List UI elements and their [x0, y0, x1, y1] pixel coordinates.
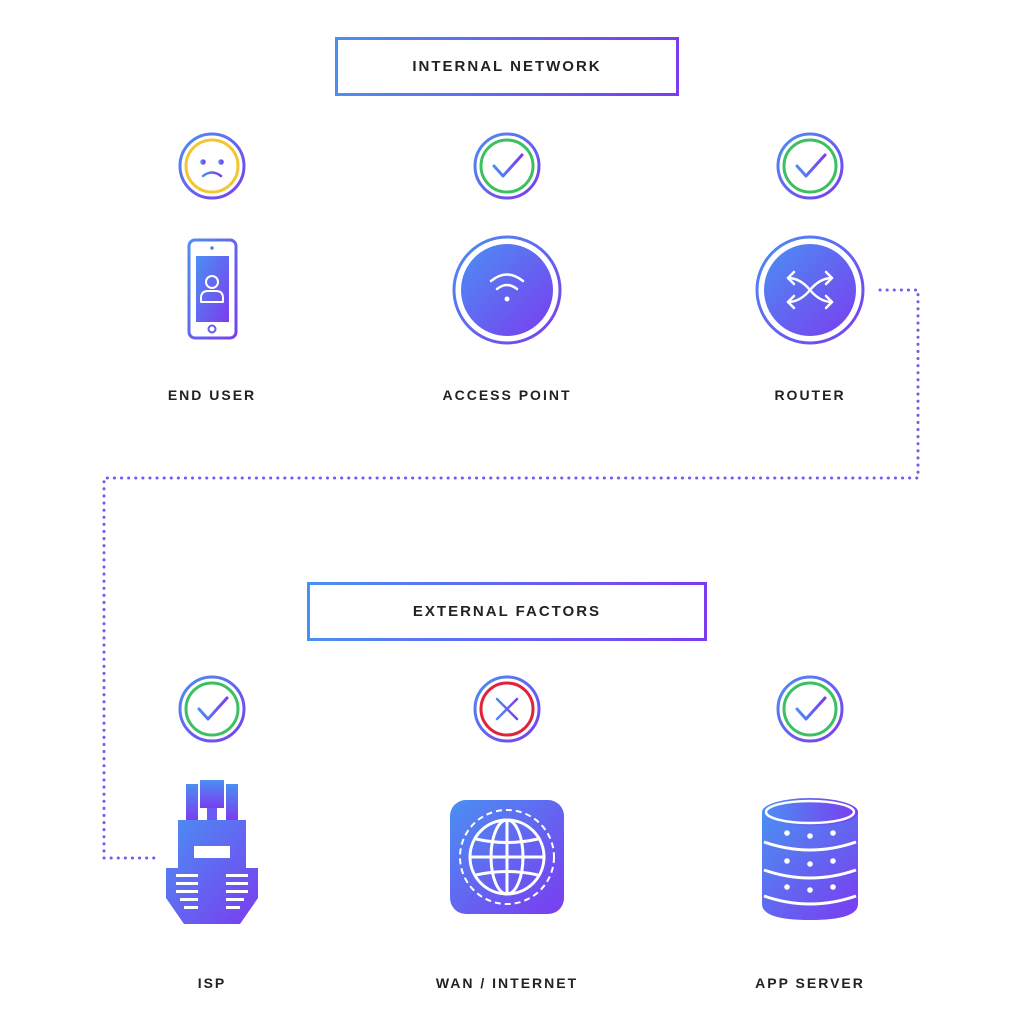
node-label-isp: ISP: [197, 975, 227, 991]
status-app-server: [776, 675, 844, 743]
ethernet-connector-icon: [166, 780, 258, 924]
globe-icon: [450, 800, 564, 914]
checkmark-icon: [197, 696, 229, 721]
smartphone-user-icon: [187, 238, 238, 340]
node-label-app-server: APP SERVER: [755, 975, 865, 991]
checkmark-icon: [795, 153, 827, 178]
connector-lines: [102, 288, 920, 860]
wifi-icon: [452, 235, 562, 345]
checkmark-icon: [492, 153, 524, 178]
connector-router-isp: [102, 288, 920, 860]
section-title: EXTERNAL FACTORS: [412, 603, 602, 620]
checkmark-icon: [795, 696, 827, 721]
router-shuffle-icon: [755, 235, 865, 345]
status-end-user: [178, 132, 246, 200]
internal-network-header: INTERNAL NETWORK: [335, 37, 679, 96]
status-isp: [178, 675, 246, 743]
node-label-access-point: ACCESS POINT: [442, 387, 572, 403]
node-label-router: ROUTER: [774, 387, 846, 403]
external-factors-header: EXTERNAL FACTORS: [307, 582, 707, 641]
node-label-wan-internet: WAN / INTERNET: [435, 975, 579, 991]
section-title: INTERNAL NETWORK: [412, 58, 602, 75]
node-label-end-user: END USER: [167, 387, 257, 403]
status-access-point: [473, 132, 541, 200]
status-router: [776, 132, 844, 200]
status-wan-internet: [473, 675, 541, 743]
sad-face-icon: [200, 159, 224, 178]
x-icon: [495, 697, 519, 721]
database-server-icon: [762, 798, 858, 920]
